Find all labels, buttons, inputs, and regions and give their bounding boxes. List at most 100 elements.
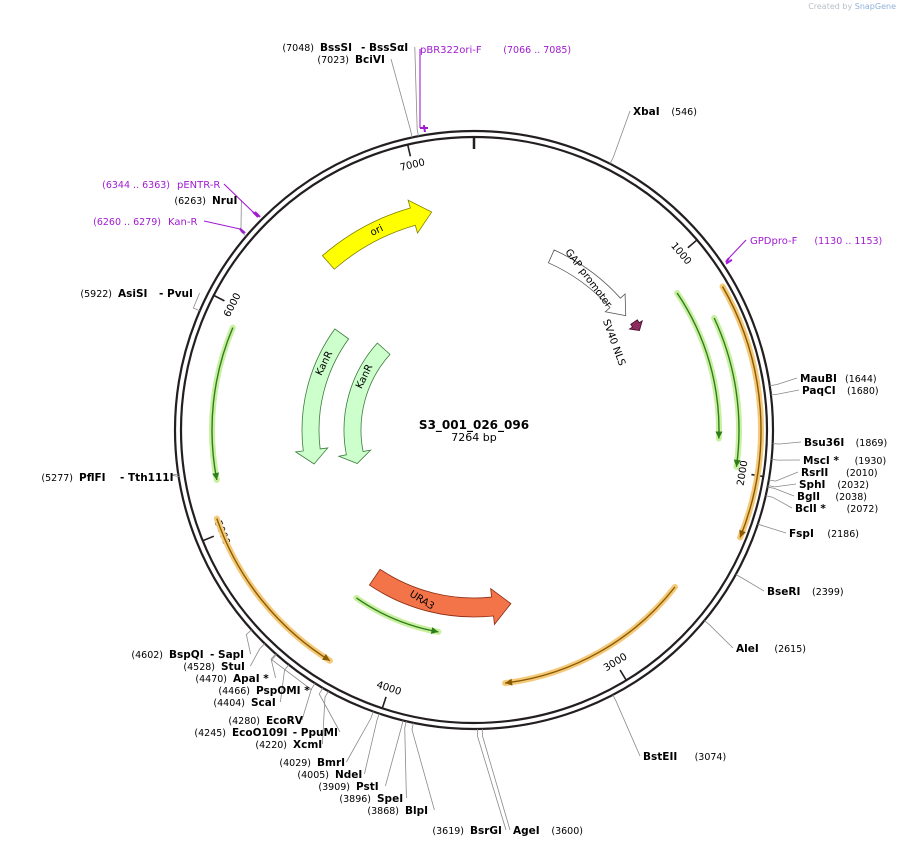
primer-pentr-r[interactable]: [223, 183, 261, 218]
enzyme-leader-lines: [171, 46, 802, 831]
enzyme-site-ecorv[interactable]: EcoRV(4280): [228, 715, 303, 727]
orf-arc[interactable]: [209, 324, 236, 483]
enzyme-site-bsssi[interactable]: BssSI(7048)- BssSαI: [282, 42, 408, 54]
enzyme-leader-nrui: [240, 199, 247, 237]
primer-range: (1130 .. 1153): [814, 236, 882, 247]
enzyme-name: SphI: [799, 479, 825, 491]
enzyme-name: SpeI: [377, 793, 403, 805]
enzyme-leader-bsteii: [612, 694, 641, 757]
enzyme-site-bcli[interactable]: BclI * (2072): [795, 503, 878, 515]
enzyme-site-scai[interactable]: ScaI(4404): [213, 697, 275, 709]
orf-arc[interactable]: [674, 289, 723, 442]
enzyme-site-ndei[interactable]: NdeI (4005): [297, 769, 362, 781]
enzyme-site-blpi[interactable]: BlpI(3868): [367, 805, 428, 817]
enzyme-site-asisi[interactable]: AsiSI(5922)- PvuI: [80, 288, 193, 300]
enzyme-site-msci[interactable]: MscI *(1930): [803, 455, 886, 467]
enzyme-name: ApaI *: [233, 673, 269, 685]
enzyme-site-fspi[interactable]: FspI(2186): [789, 528, 859, 540]
enzyme-name: AleI: [736, 643, 759, 655]
enzyme-site-alei[interactable]: AleI (2615): [736, 643, 806, 655]
enzyme-site-apai[interactable]: ApaI *(4470): [195, 673, 269, 685]
primer-kan-r[interactable]: [203, 220, 246, 234]
tick-mark: [406, 144, 412, 157]
orf-arcs: [209, 283, 764, 687]
orf-arc[interactable]: [711, 315, 742, 470]
enzyme-name: StuI: [221, 661, 245, 673]
enzyme-site-bcivi[interactable]: BciVI(7023): [317, 54, 384, 66]
enzyme-site-pflfi[interactable]: PflFI(5277)- Tth111I: [41, 472, 173, 484]
enzyme-name: EcoRV: [266, 715, 304, 727]
enzyme-site-bmri[interactable]: BmrI(4029): [279, 757, 345, 769]
enzyme-name: RsrII: [801, 467, 828, 479]
enzyme-name: XcmI: [293, 739, 322, 751]
feature-ori[interactable]: ori: [321, 199, 433, 270]
enzyme-position: (2615): [774, 644, 806, 655]
primer-range: (6344 .. 6363): [102, 180, 170, 191]
enzyme-site-bgli[interactable]: BglI (2038): [797, 491, 867, 503]
orf-line: [504, 586, 676, 684]
enzyme-site-pspomi[interactable]: PspOMI *(4466): [218, 685, 310, 697]
enzyme-leader-xbai: [609, 110, 631, 164]
feature-kanr[interactable]: KanR: [294, 328, 350, 465]
enzyme-name: NdeI: [335, 769, 362, 781]
enzyme-position: (4005): [297, 770, 329, 781]
tick-mark: [213, 294, 225, 302]
primer-gpdpro-f[interactable]: [725, 239, 747, 265]
enzyme-leader-alei: [704, 620, 734, 649]
orf-arc[interactable]: [719, 283, 764, 541]
enzyme-site-rsrii[interactable]: RsrII(2010): [801, 467, 878, 479]
primer-labels: pBR322ori-F(7066 .. 7085)GPDpro-F(1130 .…: [93, 45, 882, 247]
enzyme-site-bseri[interactable]: BseRI(2399): [767, 586, 844, 598]
enzyme-name: PstI: [356, 781, 379, 793]
orf-arc[interactable]: [353, 594, 442, 635]
enzyme-name: PspOMI *: [256, 685, 310, 697]
tick-mark: [202, 535, 215, 542]
plasmid-size: 7264 bp: [451, 431, 496, 444]
enzyme-position: (5277): [41, 473, 73, 484]
orf-line: [356, 597, 439, 633]
enzyme-site-ecoo109i[interactable]: EcoO109I(4245)- PpuMI: [194, 727, 337, 739]
enzyme-site-psti[interactable]: PstI (3909): [318, 781, 378, 793]
enzyme-site-spei[interactable]: SpeI(3896): [339, 793, 403, 805]
enzyme-site-paqci[interactable]: PaqCI(1680): [802, 385, 879, 397]
enzyme-position: (2399): [812, 587, 844, 598]
enzyme-site-bsu36i[interactable]: Bsu36I(1869): [804, 437, 887, 449]
enzyme-name: BglI: [797, 491, 820, 503]
enzyme-leader-xcmi: [322, 690, 329, 745]
enzyme-position: (1869): [856, 438, 888, 449]
feature-gap-promoter[interactable]: GAP promoter: [547, 247, 627, 317]
enzyme-position: (1644): [845, 374, 877, 385]
feature-sv40-nls[interactable]: SV40 NLS: [600, 318, 643, 367]
feature-kanr[interactable]: KanR: [337, 342, 391, 464]
primer-binding-mark: [254, 211, 261, 218]
tick-mark: [381, 696, 387, 709]
enzyme-site-agei[interactable]: AgeI(3600): [513, 825, 583, 837]
feature-ura3[interactable]: URA3: [368, 568, 512, 626]
enzyme-name: PflFI: [79, 472, 106, 484]
enzyme-site-nrui[interactable]: NruI(6263): [174, 195, 237, 207]
enzyme-position: (2072): [847, 504, 879, 515]
enzyme-site-stui[interactable]: StuI(4528): [183, 661, 245, 673]
enzyme-position: (3909): [318, 782, 350, 793]
orf-line: [721, 286, 762, 538]
enzyme-leader-msci: [771, 459, 801, 461]
primer-tick: [239, 228, 245, 234]
enzyme-leader-bmri: [346, 711, 374, 763]
primer-leader: [223, 183, 254, 213]
enzyme-position: (3619): [432, 826, 464, 837]
enzyme-site-bsrgi[interactable]: BsrGI(3619): [432, 825, 502, 837]
enzyme-site-bsteii[interactable]: BstEII(3074): [643, 751, 726, 763]
orf-arc[interactable]: [213, 515, 333, 664]
enzyme-name: BclI *: [795, 503, 826, 515]
enzyme-site-bspqi[interactable]: BspQI(4602)- SapI: [131, 649, 244, 661]
enzyme-site-sphi[interactable]: SphI(2032): [799, 479, 869, 491]
primer-label-gpdpro-f: GPDpro-F(1130 .. 1153): [750, 236, 882, 247]
enzyme-site-maubi[interactable]: MauBI(1644): [800, 373, 877, 385]
primer-pbr322ori-f[interactable]: [419, 49, 428, 133]
enzyme-site-xcmi[interactable]: XcmI(4220): [255, 739, 322, 751]
enzyme-position: (2038): [835, 492, 867, 503]
backbone-outer-ring: [173, 129, 775, 731]
orf-arc[interactable]: [502, 583, 678, 687]
enzyme-site-xbai[interactable]: XbaI(546): [633, 106, 697, 118]
